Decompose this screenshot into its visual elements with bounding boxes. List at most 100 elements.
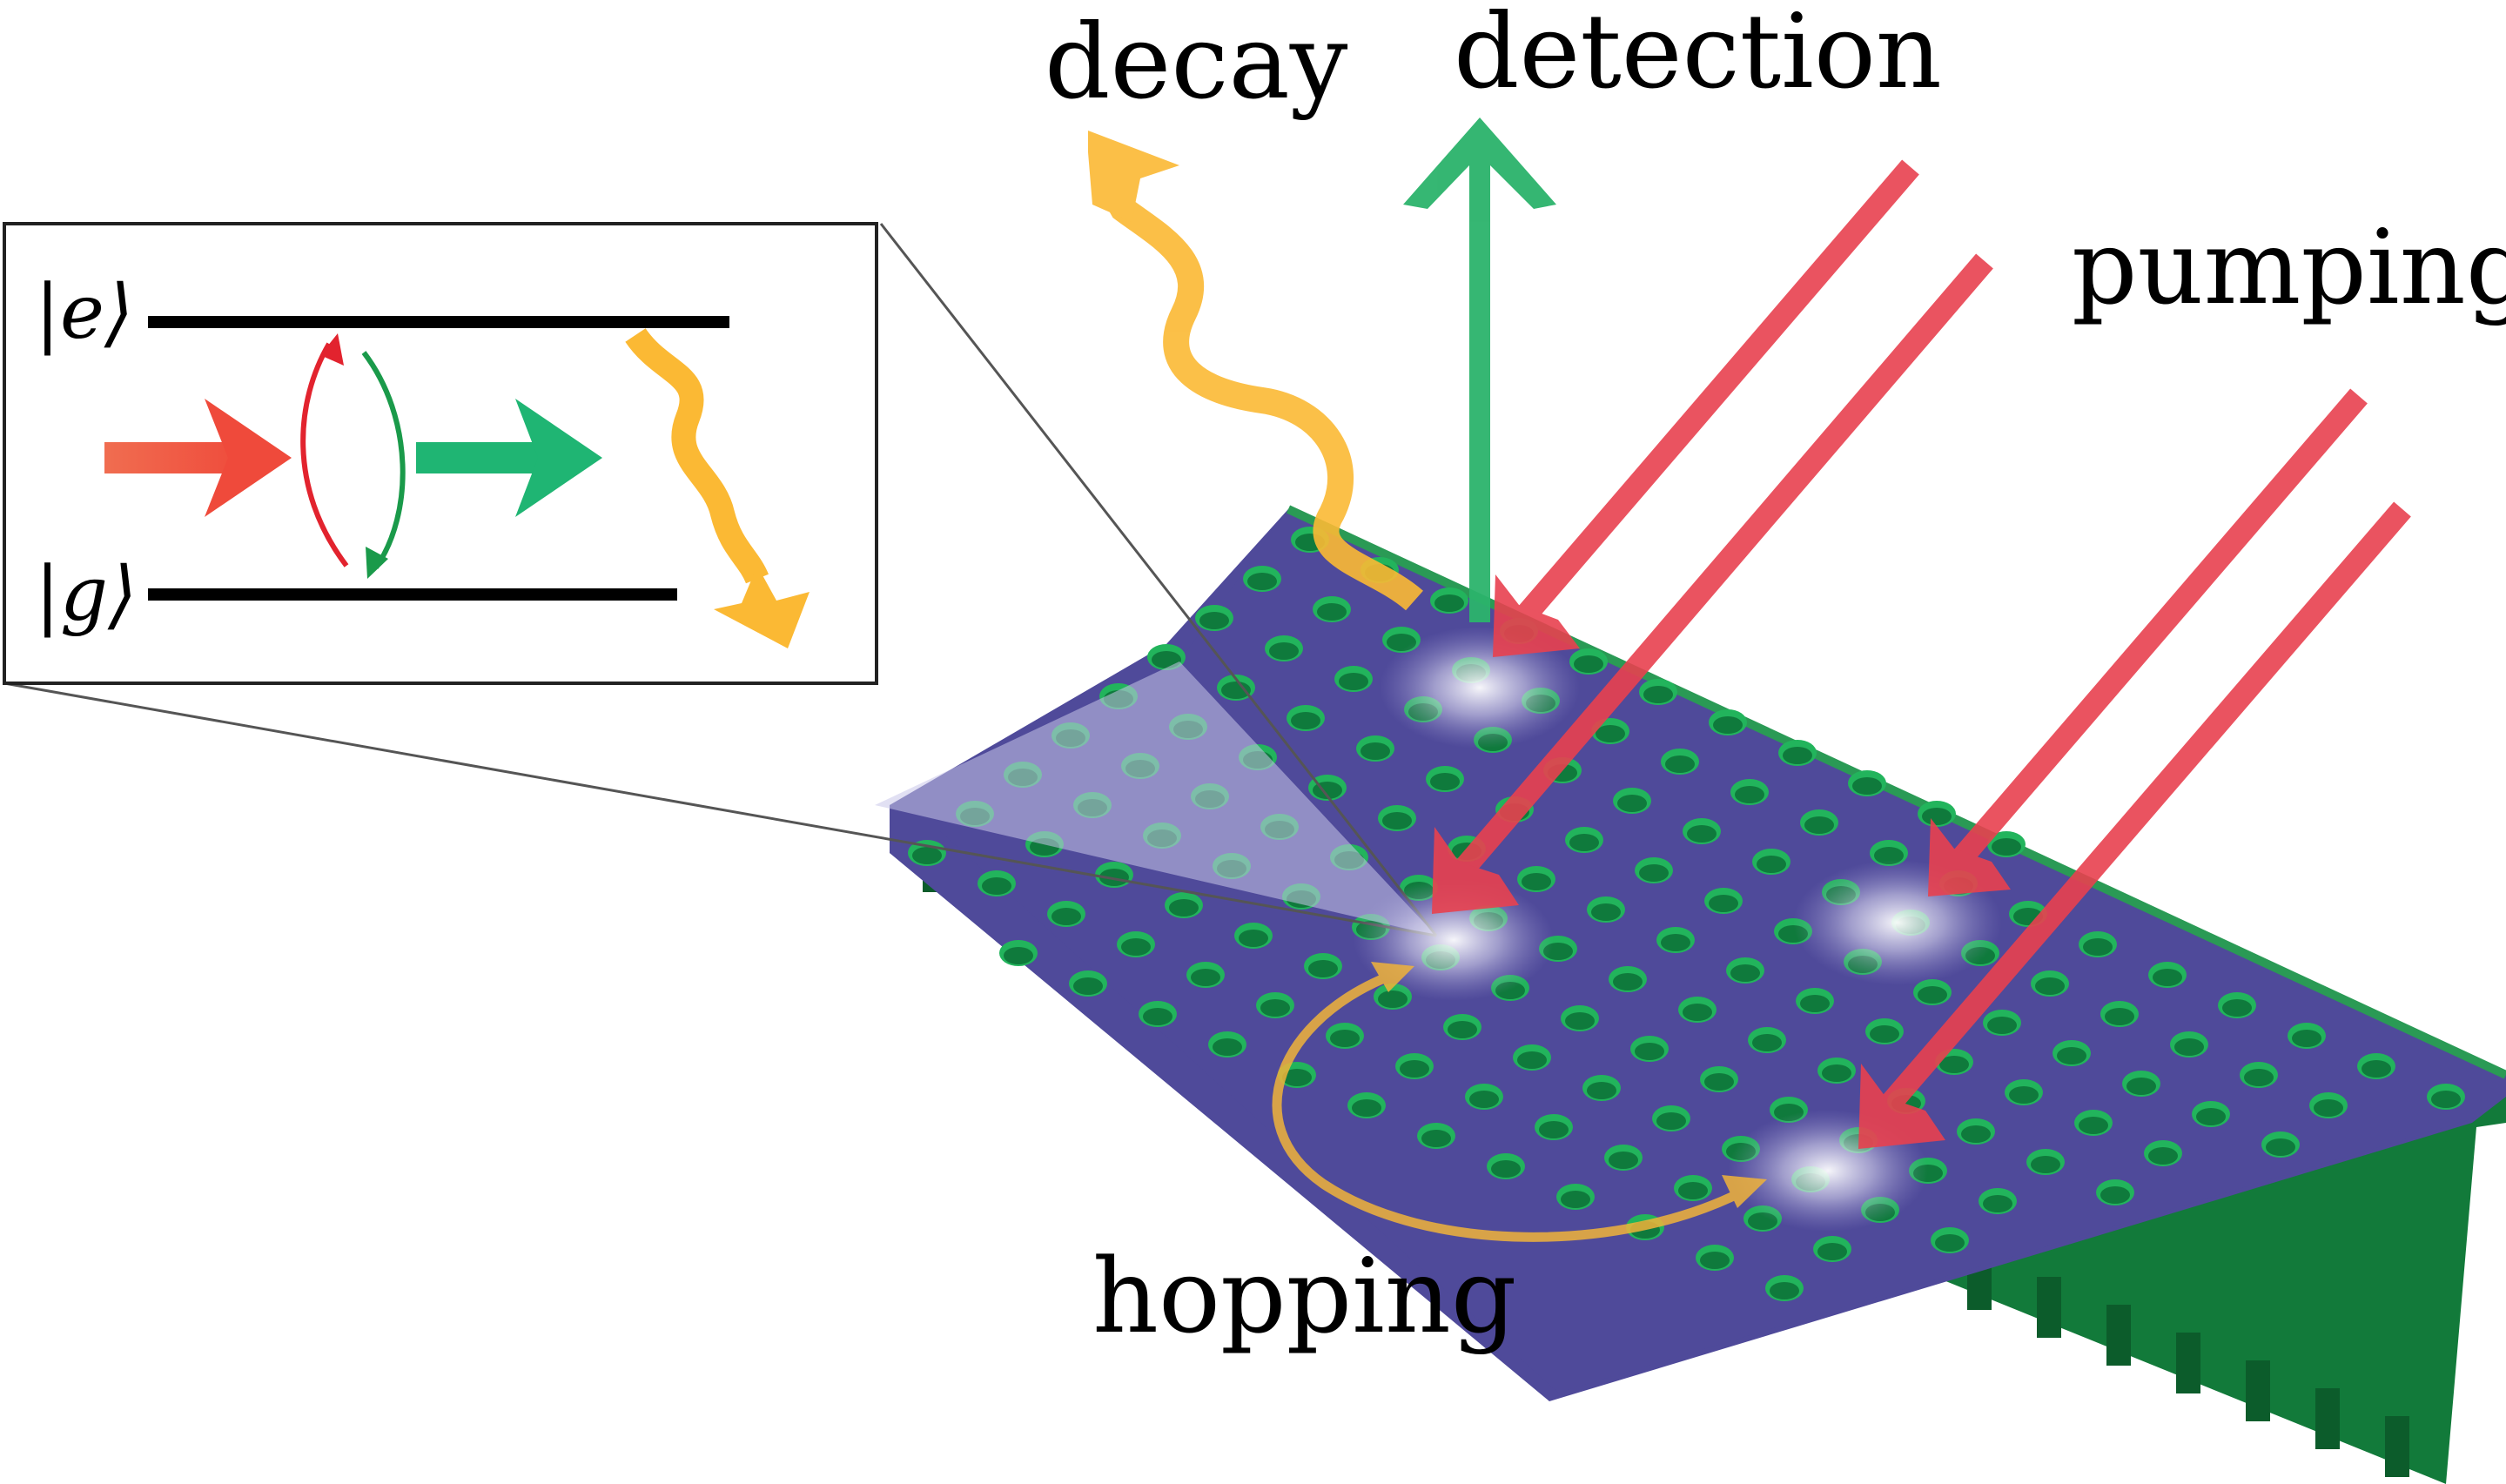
slab-scallop [2106, 1305, 2131, 1366]
detection-arrowhead [1403, 118, 1556, 209]
air-hole-depth [2148, 1147, 2178, 1165]
air-hole-depth [1783, 747, 1812, 764]
air-hole-depth [1221, 682, 1251, 699]
air-hole-depth [2079, 1117, 2108, 1134]
air-hole-depth [1574, 655, 1603, 673]
hopping-arrowhead-right [1722, 1175, 1767, 1208]
air-hole-depth [1639, 864, 1669, 882]
pump-arrow [1432, 253, 1993, 914]
air-hole-depth [2292, 1030, 2321, 1047]
detection-label: detection [1454, 0, 1942, 111]
detection-arrow [1403, 118, 1556, 622]
air-hole-depth [1004, 947, 1033, 964]
air-hole-depth [1800, 995, 1830, 1012]
air-hole-depth [1852, 777, 1882, 795]
air-hole-depth [2105, 1008, 2134, 1025]
air-hole-depth [1517, 1051, 1547, 1069]
air-hole-depth [1713, 716, 1743, 734]
air-hole-depth [1565, 1012, 1595, 1030]
air-hole-depth [1683, 1004, 1712, 1021]
air-hole-depth [2153, 969, 2182, 986]
air-hole-depth [2314, 1099, 2343, 1117]
air-hole-depth [2362, 1060, 2391, 1078]
air-hole-depth [2431, 1091, 2461, 1108]
air-hole-depth [1247, 573, 1277, 590]
air-hole-depth [1709, 895, 1738, 912]
air-hole-depth [1191, 969, 1220, 986]
hopping-label: hopping [1092, 1236, 1516, 1356]
air-hole-depth [1569, 834, 1599, 851]
air-hole-depth [912, 847, 942, 864]
air-hole-depth [1330, 1030, 1360, 1047]
air-hole-depth [1596, 725, 1625, 742]
air-hole-depth [1339, 673, 1368, 690]
air-hole-depth [1822, 1064, 1851, 1082]
air-hole-depth [1961, 1125, 1991, 1143]
air-hole-depth [1617, 795, 1647, 812]
air-hole-depth [1730, 964, 1760, 982]
air-hole-depth [1152, 651, 1181, 668]
air-hole-depth [1522, 873, 1551, 890]
air-hole-depth [1378, 990, 1408, 1008]
air-hole-depth [1591, 903, 1621, 921]
slab-far-edge [1286, 505, 2506, 1079]
air-hole-depth [2057, 1047, 2086, 1064]
air-hole-depth [1752, 1034, 1782, 1051]
air-hole-depth [1700, 1252, 1730, 1269]
energy-level-inset: |e⟩ |g⟩ [3, 222, 878, 685]
decay-label: decay [1045, 2, 1348, 122]
air-hole-depth [1239, 930, 1268, 947]
air-hole-depth [1804, 816, 1834, 834]
ground-state-label: |g⟩ [35, 551, 138, 638]
pump-arrow [1493, 159, 1919, 657]
air-hole-depth [1939, 1056, 1969, 1073]
air-hole-depth [2009, 1086, 2039, 1104]
inset-emission-transition [361, 351, 406, 579]
slab-scallop [2176, 1333, 2200, 1393]
pumping-arrows [1432, 159, 2411, 1149]
slab-scallop [2385, 1416, 2409, 1477]
air-hole-depth [1213, 1038, 1242, 1056]
air-hole-depth [1360, 742, 1390, 760]
air-hole-depth [1073, 977, 1103, 995]
inset-absorption-transition [300, 333, 349, 567]
air-hole-depth [1269, 642, 1299, 660]
air-hole-depth [2083, 938, 2113, 956]
zoom-line-bottom [3, 682, 1437, 937]
air-hole-depth [2126, 1078, 2156, 1095]
air-hole-depth [1704, 1073, 1734, 1091]
hopping-arrow [1272, 962, 1767, 1242]
air-hole-depth [1121, 938, 1151, 956]
air-hole-depth [2244, 1069, 2274, 1086]
glow-spot [1380, 627, 1580, 749]
slab-scallop [2315, 1388, 2340, 1449]
air-hole-depth [1169, 899, 1199, 917]
slab-top-main [940, 509, 2506, 1393]
air-hole-depth [1469, 1091, 1499, 1108]
inset-emission-arrow [416, 399, 602, 517]
air-hole-depth [1770, 1282, 1799, 1299]
air-hole-depth [1430, 773, 1460, 790]
pump-arrow [1928, 388, 2368, 896]
air-hole-depth [1687, 825, 1717, 843]
air-hole-depth [1352, 1099, 1381, 1117]
air-hole-depth [2031, 1156, 2060, 1173]
air-hole-depth [1587, 1082, 1616, 1099]
air-hole-depth [1308, 960, 1338, 977]
air-hole-depth [1421, 1130, 1451, 1147]
air-hole-depth [1434, 594, 1464, 612]
air-hole-depth [2174, 1038, 2204, 1056]
hopping-arrowhead-left [1371, 962, 1414, 992]
excited-state-label: |e⟩ [35, 269, 133, 356]
zoom-cone [875, 661, 1436, 936]
air-hole-depth [2196, 1108, 2226, 1125]
air-hole-depth [1199, 612, 1229, 629]
slab-scallop [2246, 1360, 2270, 1421]
air-hole-depth [1317, 603, 1347, 621]
air-hole-depth [1817, 1243, 1847, 1260]
air-hole-depth [1635, 1043, 1664, 1060]
pumping-label: pumping [2072, 207, 2506, 327]
air-hole-depth [2222, 999, 2252, 1017]
air-hole-depth [1656, 1112, 1686, 1130]
